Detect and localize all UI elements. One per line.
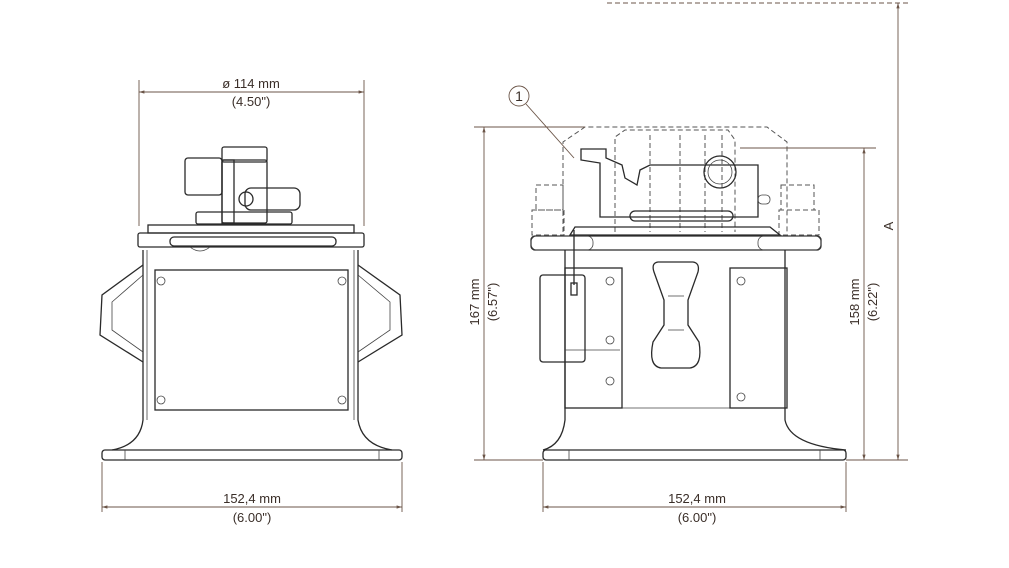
body: [111, 250, 393, 451]
callout-circle: [508, 85, 530, 107]
mount-head: [184, 146, 301, 225]
side-panel-right: [729, 267, 788, 409]
front-base-width-metric: 152,4 mm: [223, 491, 281, 506]
variable-height-label: A: [881, 221, 896, 230]
front-base-width-imperial: (6.00"): [233, 510, 272, 525]
diameter-metric: ø 114 mm: [222, 76, 280, 91]
side-base-width-metric: 152,4 mm: [668, 491, 726, 506]
front-panel: [154, 269, 349, 411]
accessory-housing-dashed: [531, 126, 820, 236]
callout-number: 1: [515, 88, 523, 104]
side-base-foot: [542, 449, 847, 461]
base-foot: [101, 449, 403, 461]
center-cutout: [650, 261, 701, 369]
left-handle: [99, 264, 144, 363]
side-base-width-imperial: (6.00"): [678, 510, 717, 525]
side-panel-left: [564, 267, 623, 409]
diameter-imperial: (4.50"): [232, 94, 271, 109]
total-height-imperial: (6.57"): [485, 283, 500, 322]
id-tag: [539, 274, 586, 363]
bracket: [580, 148, 759, 218]
total-height-metric: 167 mm: [467, 279, 482, 326]
mount-height-imperial: (6.22"): [865, 283, 880, 322]
side-view: 1 167 mm (6.57") 158 mm (6.22") A 152,4 …: [467, 2, 910, 525]
top-flange: [137, 224, 365, 252]
mount-height-metric: 158 mm: [847, 279, 862, 326]
bracket-knob: [703, 155, 737, 189]
front-view: ø 114 mm (4.50") 152,4 mm (6.00"): [99, 76, 403, 525]
right-handle: [357, 264, 403, 363]
